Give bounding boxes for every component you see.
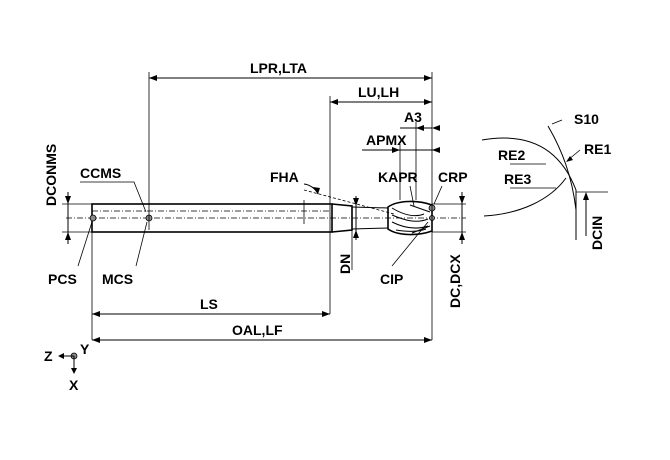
coordinate-axes (58, 352, 78, 374)
label-s10: S10 (574, 111, 599, 127)
tool-body (66, 189, 466, 236)
label-ccms: CCMS (80, 165, 121, 181)
label-re2: RE2 (498, 147, 525, 163)
label-dn: DN (337, 254, 353, 274)
dimension-lines (65, 75, 465, 343)
label-lpr-lta: LPR,LTA (250, 60, 307, 76)
cip-leader (391, 221, 429, 267)
re3-curve (483, 177, 567, 217)
label-cip: CIP (380, 271, 403, 287)
labels: LPR,LTA LU,LH A3 APMX S10 RE1 RE2 RE3 DC… (43, 60, 611, 393)
label-mcs: MCS (102, 271, 133, 287)
ccms-leader (80, 181, 147, 213)
crp-leader (433, 185, 443, 205)
label-axis-y: Y (80, 341, 90, 357)
label-re1: RE1 (584, 141, 611, 157)
label-pcs: PCS (48, 271, 77, 287)
pcs-point (89, 214, 97, 222)
cutting-head (387, 200, 433, 236)
corner-detail (481, 119, 608, 240)
label-ls: LS (200, 296, 218, 312)
label-kapr: KAPR (378, 169, 418, 185)
extension-lines (62, 72, 466, 340)
label-apmx: APMX (366, 132, 407, 148)
label-dcin: DCIN (589, 216, 605, 250)
label-a3: A3 (404, 109, 422, 125)
label-axis-x: X (69, 377, 79, 393)
label-lu-lh: LU,LH (358, 84, 399, 100)
re2-curve (547, 125, 577, 211)
label-dconms: DCONMS (43, 144, 59, 206)
label-fha: FHA (270, 169, 299, 185)
label-axis-z: Z (44, 348, 53, 364)
re1-curve (481, 137, 577, 240)
kapr-leader (409, 185, 415, 207)
mcs-leader (135, 221, 148, 267)
pcs-leader (77, 221, 93, 267)
leader-lines (77, 181, 443, 267)
label-crp: CRP (438, 169, 468, 185)
label-re3: RE3 (504, 171, 531, 187)
label-dc-dcx: DC,DCX (447, 254, 463, 308)
label-oal-lf: OAL,LF (232, 322, 283, 338)
